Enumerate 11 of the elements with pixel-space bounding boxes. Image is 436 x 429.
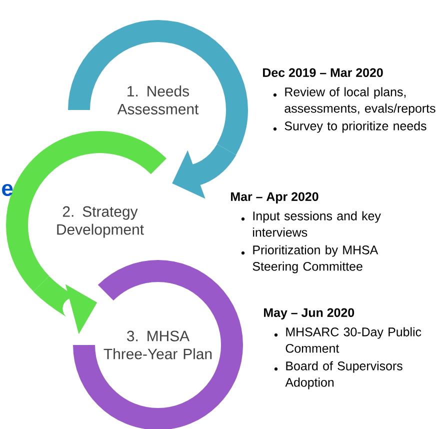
bullet-item: Board of Supervisors Adoption	[274, 361, 402, 390]
date-heading: Mar – Apr 2020	[231, 192, 318, 204]
ring-band: 3. MHSA Three-Year Plan	[73, 260, 243, 429]
bullet-item: Prioritization by MHSA Steering Committee	[241, 245, 378, 274]
bullet-item: MHSARC 30-Day Public Comment	[274, 327, 422, 353]
date-heading: Dec 2019 – Mar 2020	[263, 68, 383, 78]
bullet-item: Review of local plans, assessments, evals/reports	[273, 87, 436, 116]
date-heading: May – Jun 2020	[264, 308, 354, 320]
bullet-item: Survey to prioritize needs	[273, 121, 426, 133]
ring-band: 1. Needs Assessment	[68, 20, 248, 155]
bullet-item: Input sessions and key interviews	[241, 211, 381, 237]
